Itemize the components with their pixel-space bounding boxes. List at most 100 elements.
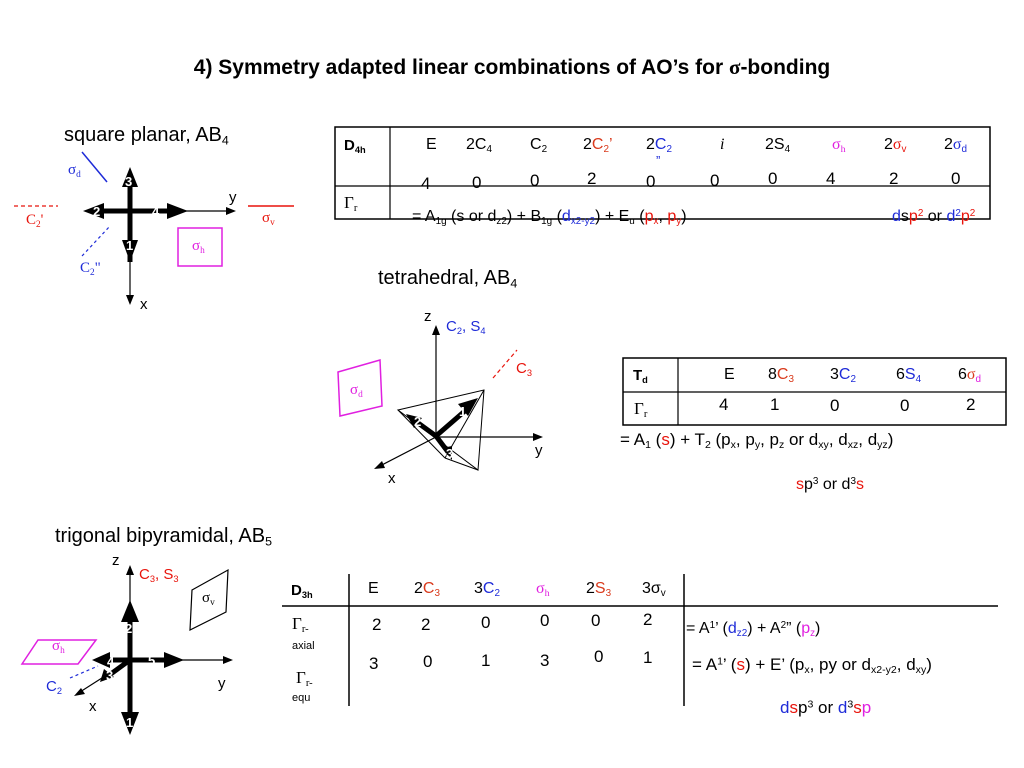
z-axis-label: z (424, 308, 432, 325)
y-axis-label: y (229, 189, 237, 206)
atom-3-label: 3 (446, 446, 453, 461)
td-group-label: Td (633, 367, 648, 385)
d4h-decomposition: = A1g (s or dz2) + B1g (dx2-y2) + Eu (px… (412, 208, 687, 227)
d4h-op-2c2-double-prime: 2C2 (646, 136, 672, 155)
td-op-e: E (724, 366, 735, 383)
d3h-group-label: D3h (291, 582, 313, 600)
c3-s3-label: C3, S3 (139, 566, 179, 584)
atom-5-label: 5 (148, 653, 155, 668)
sigma-h-label: σh (192, 238, 205, 256)
atom-3-label: 3 (125, 174, 132, 189)
d3h-op-3c2: 3C2 (474, 580, 500, 599)
d3h-op-2c3: 2C3 (414, 580, 440, 599)
d3h-equ-val: 1 (481, 651, 491, 670)
c2-s4-label: C2, S4 (446, 318, 486, 336)
d3h-equ-val: 3 (369, 654, 379, 673)
td-val: 0 (900, 396, 910, 415)
square-planar-label: square planar, AB4 (64, 124, 229, 148)
d3h-hybridization: dsp3 or d3sp (780, 698, 872, 717)
d4h-op-2sigma-v: 2σv (884, 136, 907, 155)
d3h-equ-val: 0 (423, 652, 433, 671)
d3h-op-sigma-h: σh (536, 580, 550, 599)
y-axis-label: y (218, 675, 226, 692)
d3h-axial-val: 0 (540, 611, 550, 630)
d4h-val: 4 (826, 169, 836, 188)
d4h-op-double-prime-mark: ” (656, 153, 661, 168)
d4h-op-2s4: 2S4 (765, 136, 791, 155)
y-axis-label: y (535, 442, 543, 459)
d4h-op-i: i (720, 136, 725, 153)
d4h-val: 4 (421, 174, 431, 193)
d4h-val: 0 (646, 172, 656, 191)
atom-3-label: 3 (106, 668, 113, 683)
c3-label: C3 (516, 360, 533, 378)
atom-2-label: 2 (93, 204, 100, 219)
td-op-6s4: 6S4 (896, 366, 922, 385)
d3h-op-3sigma-v: 3σv (642, 580, 666, 599)
d4h-op-sigma-h: σh (832, 136, 846, 155)
d3h-gamma-equ-word: equ (292, 692, 311, 704)
page-title: 4) Symmetry adapted linear combinations … (193, 55, 831, 79)
atom-1-label: 1 (459, 404, 466, 419)
td-op-8c3: 8C3 (768, 366, 794, 385)
d3h-axial-val: 0 (481, 613, 491, 632)
td-decomposition: = A1 (s) + T2 (px, py, pz or dxy, dxz, d… (620, 430, 894, 452)
d4h-val: 2 (889, 169, 899, 188)
atom-2-label: 2 (125, 621, 132, 636)
d3h-axial-val: 2 (643, 610, 653, 629)
sigma-h-label: σh (52, 638, 65, 656)
x-axis-label: x (388, 470, 396, 487)
d4h-op-e: E (426, 136, 437, 153)
sigma-d-label: σd (68, 162, 81, 180)
d4h-val: 0 (951, 169, 961, 188)
d4h-val: 0 (472, 173, 482, 192)
d4h-val: 2 (587, 169, 597, 188)
tetrahedral-label: tetrahedral, AB4 (378, 267, 518, 291)
d3h-gamma-equ-label: Γr- (296, 668, 313, 690)
td-val: 4 (719, 395, 729, 414)
d3h-equ-val: 3 (540, 651, 550, 670)
c2-label: C2 (46, 678, 63, 696)
d3h-axial-decomposition: = A1’ (dz2) + A2” (pz) (686, 620, 821, 639)
d3h-axial-val: 2 (421, 615, 431, 634)
d4h-gamma-label: Γr (344, 193, 358, 215)
z-axis-label: z (112, 552, 120, 569)
td-op-3c2: 3C2 (830, 366, 856, 385)
td-op-6sigma-d: 6σd (958, 366, 982, 385)
d3h-equ-decomposition: = A1’ (s) + E’ (px, py or dx2-y2, dxy) (692, 655, 932, 677)
td-gamma-label: Γr (634, 399, 648, 421)
c2-double-prime-label: C2" (80, 260, 101, 278)
d3h-op-2s3: 2S3 (586, 580, 612, 599)
c2-prime-label: C2' (26, 212, 44, 230)
d4h-val: 0 (768, 169, 778, 188)
d4h-group-label: D4h (344, 137, 366, 155)
d3h-equ-val: 1 (643, 648, 653, 667)
atom-4-label: 4 (107, 654, 115, 669)
td-val: 1 (770, 395, 780, 414)
d4h-val: 0 (530, 171, 540, 190)
atom-2-label: 2 (414, 414, 421, 429)
sigma-v-label: σv (202, 590, 215, 608)
d3h-axial-val: 2 (372, 615, 382, 634)
d4h-op-c2: C2 (530, 136, 548, 155)
sigma-v-label: σv (262, 210, 275, 228)
d4h-op-2sigma-d: 2σd (944, 136, 968, 155)
x-axis-label: x (89, 698, 97, 715)
d4h-op-2c2-prime: 2C2’ (583, 136, 613, 155)
td-val: 0 (830, 396, 840, 415)
atom-1-label: 1 (126, 715, 133, 730)
atom-1-label: 1 (126, 238, 133, 253)
td-hybridization: sp3 or d3s (796, 476, 864, 493)
tbp-label: trigonal bipyramidal, AB5 (55, 525, 273, 549)
td-val: 2 (966, 395, 976, 414)
x-axis-label: x (140, 296, 148, 313)
atom-4-label: 4 (152, 204, 160, 219)
sigma-d-label: σd (350, 382, 363, 400)
d3h-gamma-axial-word: axial (292, 640, 315, 652)
d4h-op-2c4: 2C4 (466, 136, 492, 155)
